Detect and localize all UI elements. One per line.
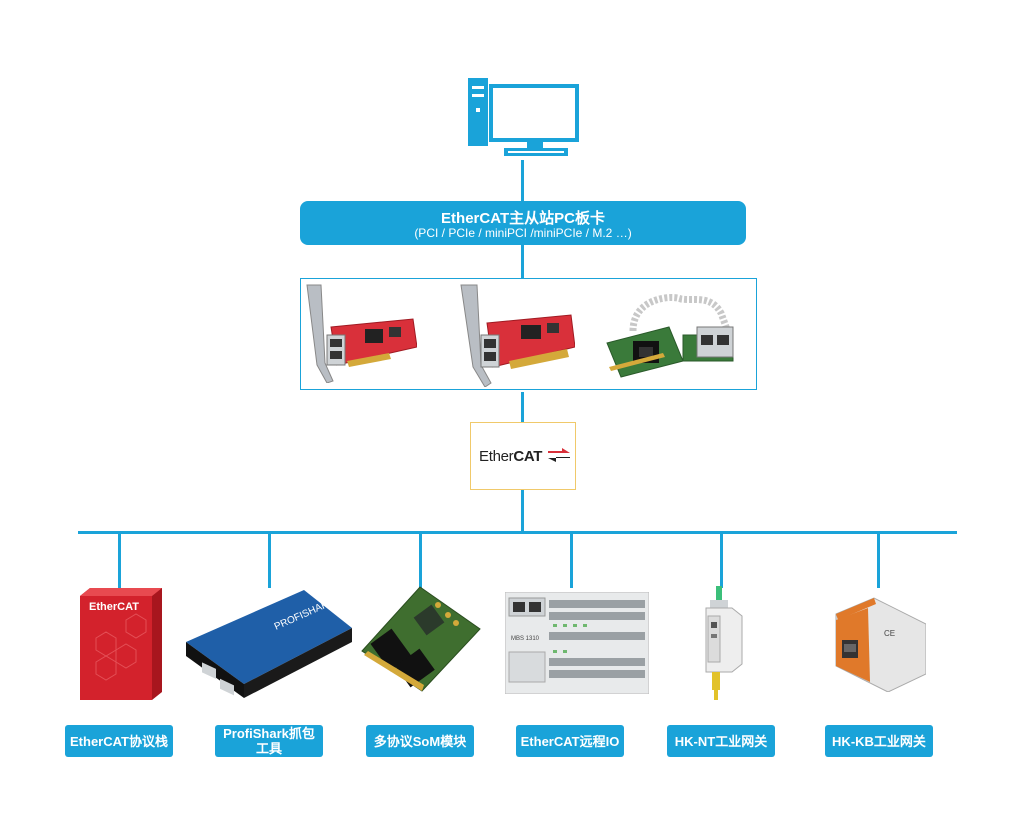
hk-nt-gateway-image — [705, 586, 743, 700]
bus-drop-6 — [877, 533, 880, 588]
master-slave-pc-card-box: EtherCAT主从站PC板卡 (PCI / PCIe / miniPCI /m… — [300, 201, 746, 245]
label-profishark: ProfiShark抓包 工具 — [215, 725, 323, 757]
label-ethercat-stack: EtherCAT协议栈 — [65, 725, 173, 757]
pci-card-image — [460, 284, 575, 387]
pc-cards-panel — [300, 278, 757, 390]
master-box-subtitle: (PCI / PCIe / miniPCI /miniPCIe / M.2 …) — [414, 226, 632, 240]
ethercat-bus-line — [78, 531, 957, 534]
bus-drop-5 — [720, 533, 723, 588]
ethercat-arrows-icon — [548, 448, 570, 462]
computer-icon — [468, 78, 579, 156]
logo-to-bus-line — [521, 490, 524, 532]
hk-kb-gateway-image: CE — [835, 597, 926, 692]
mini-pcie-card-image — [606, 294, 734, 378]
label-hk-kb-gateway: HK-KB工业网关 — [825, 725, 933, 757]
label-profishark-line2: 工具 — [255, 741, 282, 756]
som-module-image — [361, 586, 481, 692]
master-to-cards-line — [521, 245, 524, 278]
stack-box-text: EtherCAT — [89, 601, 139, 613]
pc-to-master-line — [521, 160, 524, 201]
master-box-title: EtherCAT主从站PC板卡 — [441, 210, 605, 227]
bus-drop-2 — [268, 533, 271, 588]
remote-io-model-text: MBS 1310 — [511, 636, 540, 642]
ethercat-stack-box-image: EtherCAT — [80, 588, 162, 700]
ethercat-logo-cat: CAT — [513, 448, 543, 465]
ethercat-logo: EtherCAT — [470, 422, 576, 490]
cards-to-logo-line — [521, 392, 524, 422]
bus-drop-3 — [419, 533, 422, 588]
remote-io-module-image: MBS 1310 — [505, 592, 649, 694]
label-hk-nt-gateway: HK-NT工业网关 — [667, 725, 775, 757]
bus-drop-1 — [118, 533, 121, 588]
ethercat-logo-ether: Ether — [479, 448, 514, 465]
hk-kb-ce-mark: CE — [884, 629, 895, 638]
profishark-device-image: PROFISHARK — [186, 590, 352, 698]
pcie-card-image — [306, 284, 417, 383]
label-remote-io: EtherCAT远程IO — [516, 725, 624, 757]
label-profishark-line1: ProfiShark抓包 — [223, 726, 315, 741]
bus-drop-4 — [570, 533, 573, 588]
label-som-module: 多协议SoM模块 — [366, 725, 474, 757]
